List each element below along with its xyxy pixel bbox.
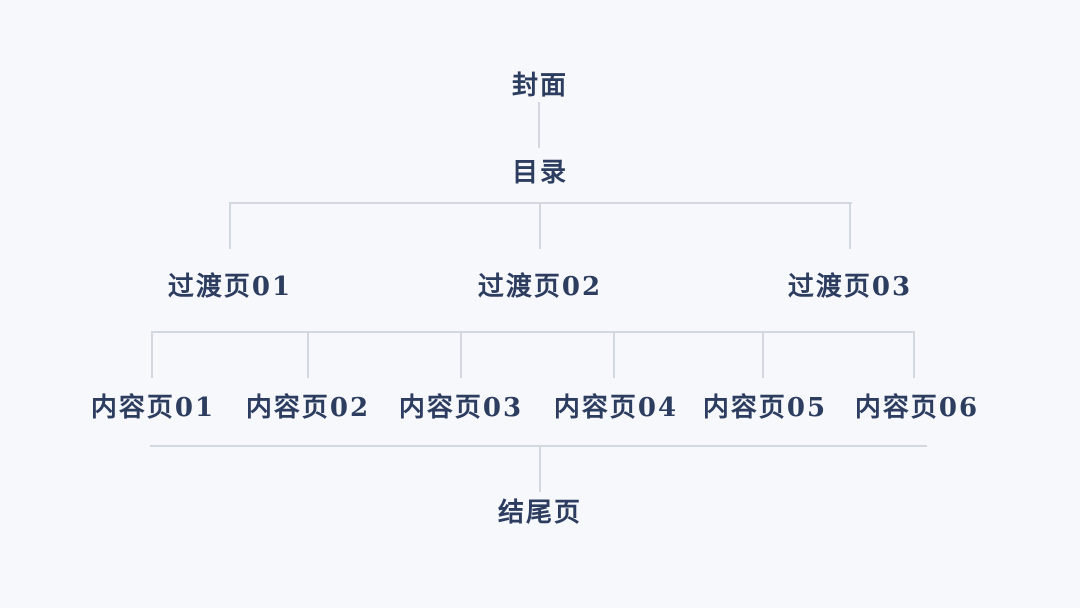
connector-drop-content-4 — [613, 331, 615, 378]
connector-drop-content-3 — [460, 331, 462, 378]
node-content-02: 内容页02 — [245, 393, 371, 423]
node-toc: 目录 — [511, 158, 569, 188]
connector-ending-horizontal — [150, 445, 927, 447]
node-content-05: 内容页05 — [702, 393, 828, 423]
node-content-04: 内容页04 — [553, 393, 679, 423]
connector-drop-transition-2 — [539, 202, 541, 249]
node-content-06: 内容页06 — [854, 393, 980, 423]
connector-drop-content-2 — [307, 331, 309, 378]
node-transition-02: 过渡页02 — [477, 272, 603, 302]
node-content-03: 内容页03 — [398, 393, 524, 423]
connector-drop-content-6 — [913, 331, 915, 378]
node-content-01: 内容页01 — [90, 393, 216, 423]
connector-drop-transition-3 — [849, 202, 851, 249]
node-ending: 结尾页 — [497, 498, 583, 528]
connector-cover-toc — [538, 102, 540, 148]
node-transition-01: 过渡页01 — [167, 272, 293, 302]
connector-contents-horizontal — [151, 331, 915, 333]
node-cover: 封面 — [511, 71, 569, 101]
connector-drop-content-5 — [762, 331, 764, 378]
node-transition-03: 过渡页03 — [787, 272, 913, 302]
connector-drop-content-1 — [151, 331, 153, 378]
connector-drop-ending — [539, 445, 541, 492]
connector-drop-transition-1 — [229, 202, 231, 249]
